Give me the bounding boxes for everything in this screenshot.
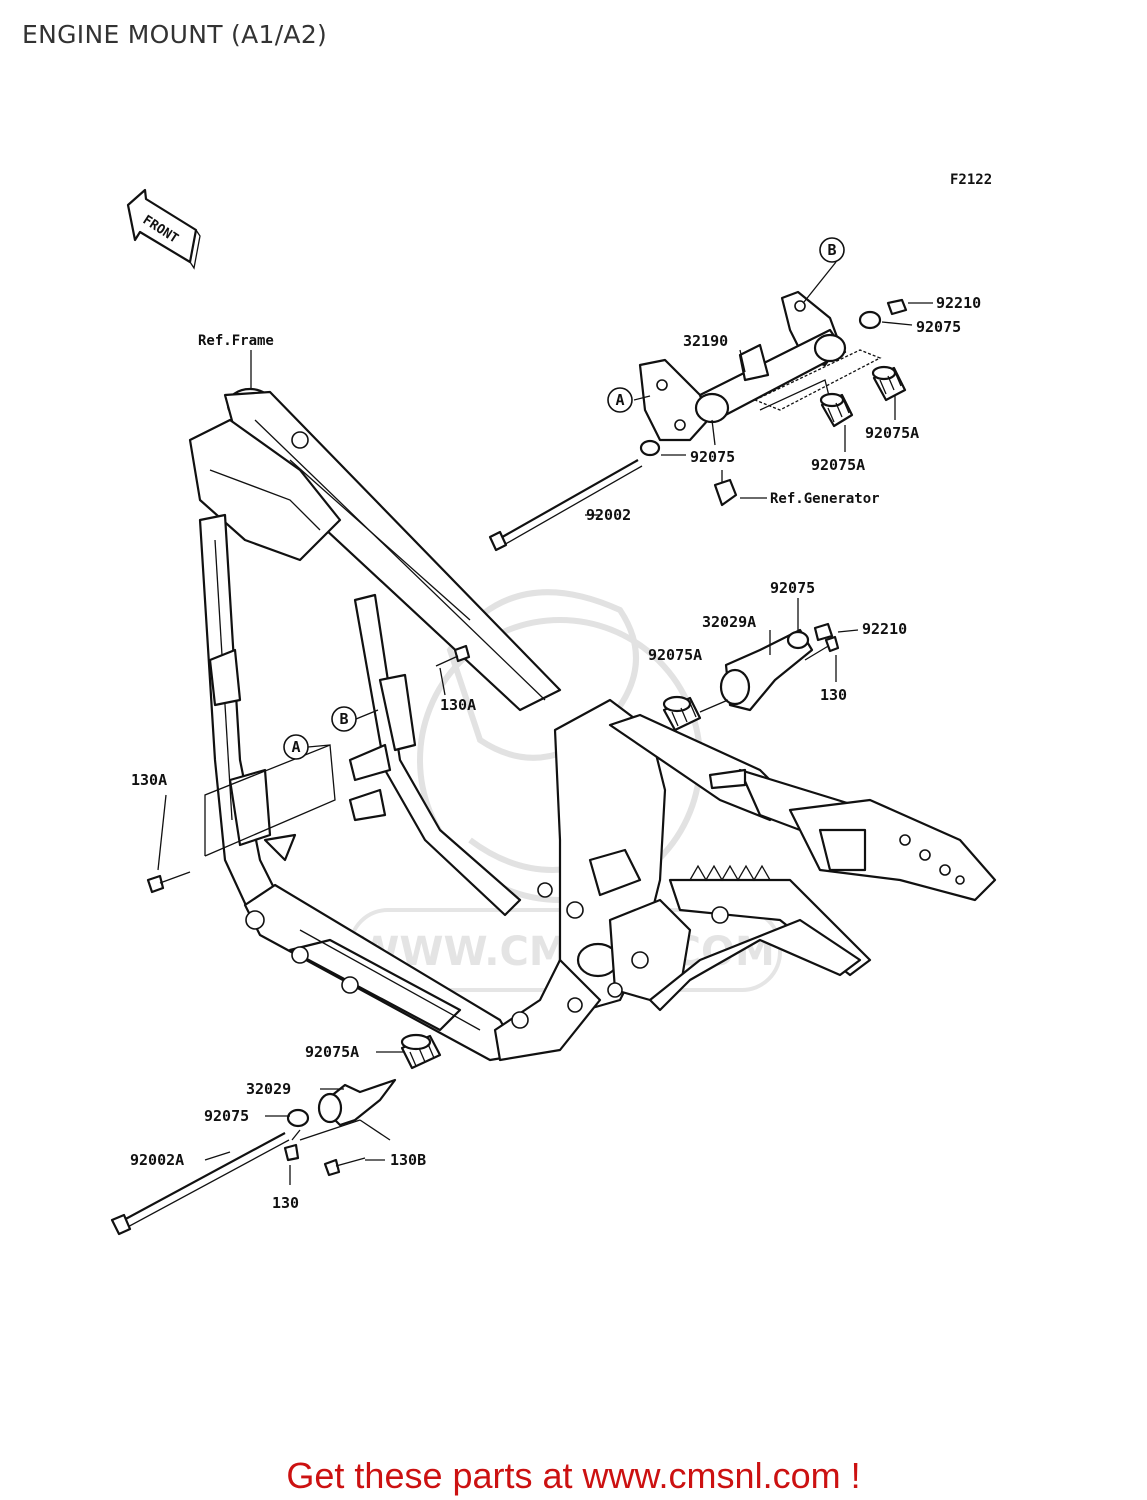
bolt-92002A xyxy=(110,1132,290,1236)
part-92075A-right: 92075A xyxy=(865,424,919,442)
part-130B: 130B xyxy=(390,1151,426,1169)
part-130A-left: 130A xyxy=(131,771,167,789)
part-32190: 32190 xyxy=(683,332,728,350)
bolt-130-r2 xyxy=(804,635,840,661)
part-92075A-bottom: 92075A xyxy=(305,1043,359,1061)
top-fasteners xyxy=(639,298,908,507)
part-92075-top: 92075 xyxy=(916,318,961,336)
svg-text:A: A xyxy=(615,391,624,409)
callout-b-frame: B xyxy=(331,706,357,732)
lower-mount-assembly xyxy=(110,1033,442,1236)
part-92075-bottom: 92075 xyxy=(204,1107,249,1125)
rubber-bushing-bottom xyxy=(400,1033,442,1070)
page-title: ENGINE MOUNT (A1/A2) xyxy=(22,20,328,49)
rubber-bushing-mid xyxy=(819,392,854,428)
bolt-130-bottom xyxy=(283,1129,301,1162)
generator-bolt xyxy=(713,470,738,507)
part-130A-mid: 130A xyxy=(440,696,476,714)
part-130-bottom: 130 xyxy=(272,1194,299,1212)
callout-a-top: A xyxy=(607,387,633,413)
bolt-130A-mid xyxy=(435,644,471,667)
part-92002A: 92002A xyxy=(130,1151,184,1169)
figure-code: F2122 xyxy=(950,172,992,188)
part-92075-r2: 92075 xyxy=(770,579,815,597)
leader-lines xyxy=(157,261,933,1185)
ref-generator-label: Ref.Generator xyxy=(770,491,880,507)
rubber-bushing-r2 xyxy=(662,695,702,732)
part-92002: 92002 xyxy=(586,506,631,524)
bolt-130B xyxy=(323,1157,366,1177)
part-92210-top: 92210 xyxy=(936,294,981,312)
svg-text:A: A xyxy=(291,738,300,756)
part-92210-r2: 92210 xyxy=(862,620,907,638)
front-arrow-icon: FRONT xyxy=(126,188,201,270)
part-32029: 32029 xyxy=(246,1080,291,1098)
svg-text:B: B xyxy=(339,710,348,728)
cta-link[interactable]: Get these parts at www.cmsnl.com ! xyxy=(286,1455,861,1496)
part-32029A: 32029A xyxy=(702,613,756,631)
part-92075A-r2: 92075A xyxy=(648,646,702,664)
mid-mount-assembly xyxy=(662,622,840,732)
callout-b-top: B xyxy=(819,237,845,263)
rubber-bushing-right xyxy=(871,365,907,402)
through-bolt-92002 xyxy=(488,459,643,552)
svg-text:B: B xyxy=(827,241,836,259)
ref-frame-label: Ref.Frame xyxy=(198,333,274,349)
part-130-r2: 130 xyxy=(820,686,847,704)
part-92075A-mid: 92075A xyxy=(811,456,865,474)
part-92075-mid: 92075 xyxy=(690,448,735,466)
bolt-130A-left xyxy=(146,871,191,894)
upper-mount-bracket xyxy=(638,290,882,442)
callout-a-frame: A xyxy=(283,734,309,760)
motorcycle-frame xyxy=(188,387,997,1062)
